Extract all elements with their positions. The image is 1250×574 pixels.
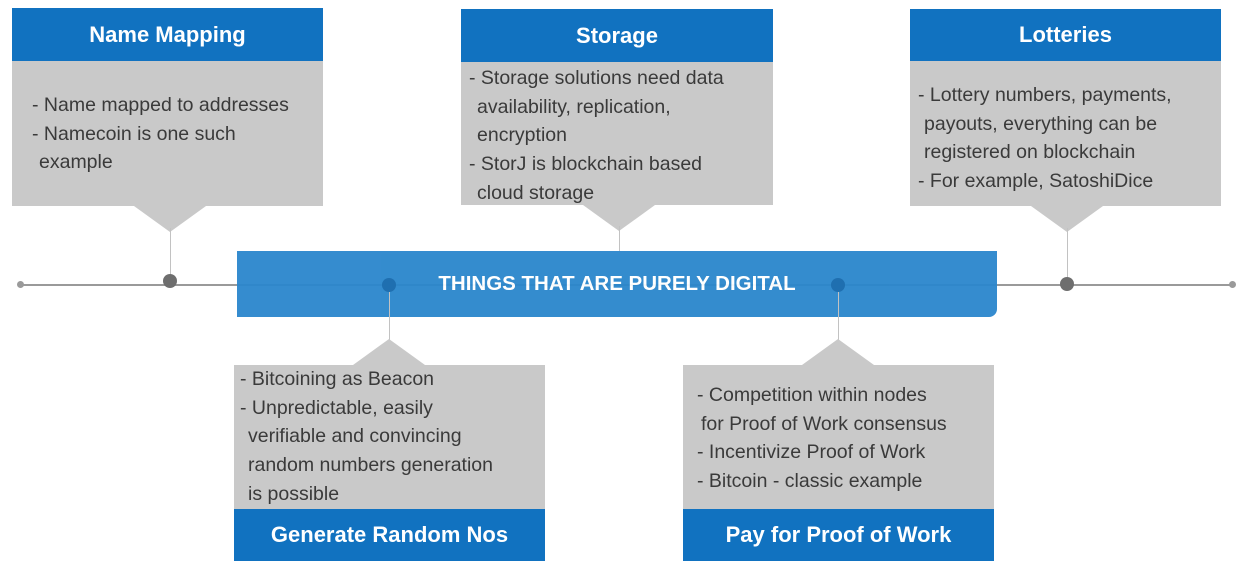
name-mapping-pointer	[134, 206, 206, 232]
random-nos-body: - Bitcoining as Beacon - Unpredictable, …	[234, 365, 545, 509]
random-nos-title: Generate Random Nos	[270, 522, 509, 547]
random-nos-line: random numbers generation	[248, 454, 493, 477]
lotteries-line: - For example, SatoshiDice	[918, 170, 1154, 193]
name-mapping-header: Name Mapping	[12, 8, 323, 61]
storage-connector	[619, 226, 620, 251]
proof-of-work-line: for Proof of Work consensus	[701, 412, 947, 435]
name-mapping-body: - Name mapped to addresses - Namecoin is…	[12, 61, 323, 206]
central-banner: THINGS THAT ARE PURELY DIGITAL	[237, 251, 997, 317]
name-mapping-title: Name Mapping	[89, 21, 246, 47]
timeline-end-dot	[1229, 281, 1236, 288]
random-nos-header: Generate Random Nos	[234, 509, 545, 561]
proof-of-work-line: - Bitcoin - classic example	[697, 470, 923, 493]
storage-body: - Storage solutions need data availabili…	[461, 62, 773, 205]
storage-line: - Storage solutions need data	[469, 67, 724, 89]
lotteries-title: Lotteries	[1019, 22, 1112, 47]
storage-header: Storage	[461, 9, 773, 62]
name-mapping-line: example	[39, 151, 113, 174]
proof-of-work-line: - Incentivize Proof of Work	[697, 441, 926, 464]
proof-of-work-body: - Competition within nodes for Proof of …	[683, 365, 994, 509]
random-nos-line: - Unpredictable, easily	[240, 396, 433, 419]
storage-line: availability, replication,	[477, 95, 671, 118]
timeline-start-dot	[17, 281, 24, 288]
name-mapping-connector	[170, 228, 171, 280]
random-nos-connector	[389, 292, 390, 342]
banner-title: THINGS THAT ARE PURELY DIGITAL	[438, 272, 796, 295]
lotteries-line: registered on blockchain	[924, 141, 1136, 164]
lotteries-line: payouts, everything can be	[924, 112, 1158, 135]
proof-of-work-header: Pay for Proof of Work	[683, 509, 994, 561]
random-nos-line: is possible	[248, 482, 340, 505]
storage-line: encryption	[477, 124, 567, 147]
proof-of-work-line: - Competition within nodes	[697, 384, 927, 406]
proof-of-work-title: Pay for Proof of Work	[725, 522, 952, 547]
name-mapping-line: - Name mapped to addresses	[32, 94, 289, 116]
random-nos-node	[382, 278, 396, 292]
name-mapping-node	[163, 274, 177, 288]
lotteries-line: - Lottery numbers, payments,	[918, 84, 1172, 106]
random-nos-pointer	[353, 339, 425, 365]
storage-line: - StorJ is blockchain based	[469, 153, 703, 176]
random-nos-line: - Bitcoining as Beacon	[240, 368, 435, 390]
lotteries-pointer	[1031, 206, 1103, 232]
storage-line: cloud storage	[477, 181, 595, 204]
proof-of-work-pointer	[802, 339, 874, 365]
lotteries-node	[1060, 277, 1074, 291]
storage-title: Storage	[576, 22, 658, 48]
lotteries-header: Lotteries	[910, 9, 1221, 61]
proof-of-work-connector	[838, 292, 839, 342]
name-mapping-line: - Namecoin is one such	[32, 122, 236, 145]
random-nos-line: verifiable and convincing	[248, 425, 462, 448]
proof-of-work-node	[831, 278, 845, 292]
lotteries-connector	[1067, 228, 1068, 280]
lotteries-body: - Lottery numbers, payments, payouts, ev…	[910, 61, 1221, 206]
